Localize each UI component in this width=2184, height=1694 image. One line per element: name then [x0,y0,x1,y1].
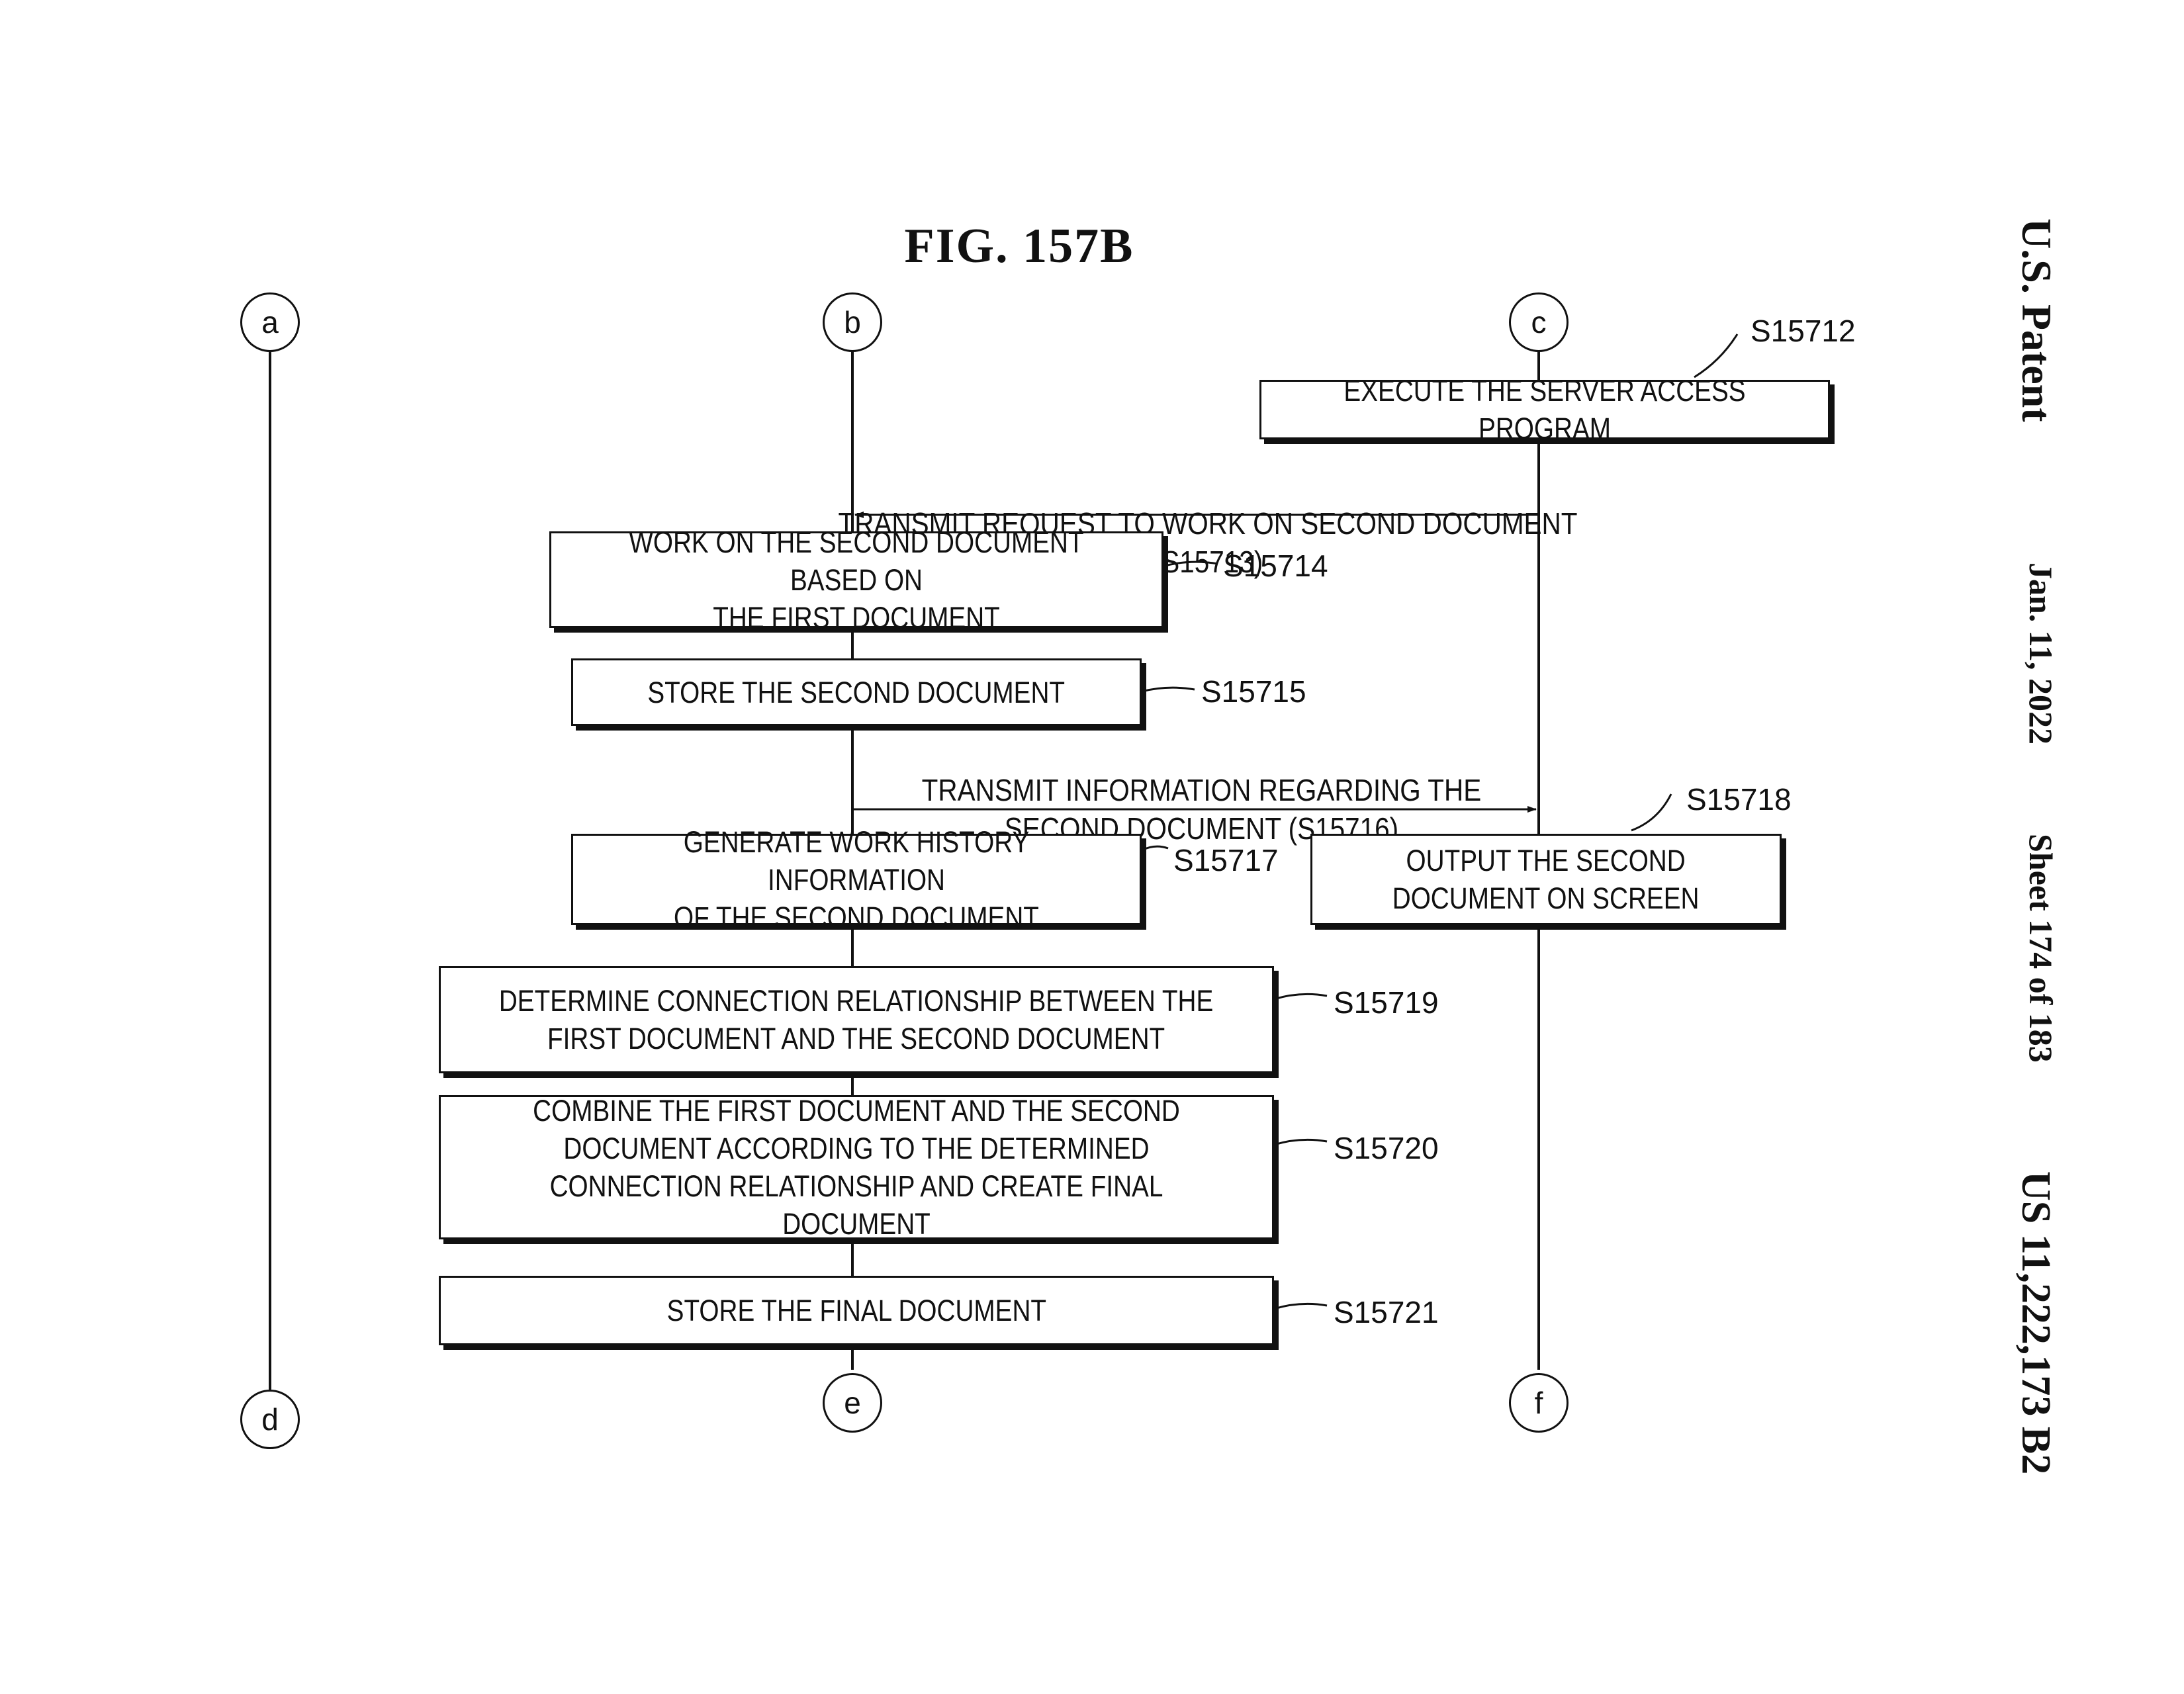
patent-number: US 11,222,173 B2 [2013,1171,2058,1475]
step-box-s15719: DETERMINE CONNECTION RELATIONSHIP BETWEE… [439,966,1274,1073]
step-ref-s15718: S15718 [1686,782,1792,817]
leader-s15721 [1273,1302,1328,1310]
leader-s15720 [1273,1138,1328,1146]
step-box-s15718: OUTPUT THE SECOND DOCUMENT ON SCREEN [1310,834,1782,925]
patent-date: Jan. 11, 2022 [2023,562,2060,745]
connector-b: b [823,292,882,352]
step-text-s15712: EXECUTE THE SERVER ACCESS PROGRAM [1343,374,1746,445]
step-text-s15719: DETERMINE CONNECTION RELATIONSHIP BETWEE… [499,984,1214,1055]
connector-f: f [1509,1373,1569,1433]
step-box-s15721: STORE THE FINAL DOCUMENT [439,1276,1274,1345]
leader-s15718 [1631,793,1672,832]
step-ref-s15719: S15719 [1334,985,1439,1020]
leader-s15719 [1273,993,1328,1001]
connector-c: c [1509,292,1569,352]
step-ref-s15715: S15715 [1201,674,1306,709]
step-text-s15718: OUTPUT THE SECOND DOCUMENT ON SCREEN [1392,844,1700,915]
connector-e: e [823,1373,882,1433]
step-ref-s15717: S15717 [1173,843,1279,877]
step-ref-s15721: S15721 [1334,1295,1439,1329]
leader-s15714 [1164,560,1218,567]
leader-s15715 [1141,686,1195,693]
step-text-s15721: STORE THE FINAL DOCUMENT [666,1294,1046,1327]
step-ref-s15712: S15712 [1751,314,1856,348]
figure-title: FIG. 157B [904,219,1134,273]
step-text-s15717: GENERATE WORK HISTORY INFORMATION OF THE… [674,825,1039,934]
step-ref-s15720: S15720 [1334,1131,1439,1165]
patent-sheet: Sheet 174 of 183 [2023,834,2060,1063]
message-text-s15716: TRANSMIT INFORMATION REGARDING THE SECON… [921,773,1481,846]
message-s15716: TRANSMIT INFORMATION REGARDING THE SECON… [860,733,1542,848]
step-text-s15720: COMBINE THE FIRST DOCUMENT AND THE SECON… [533,1094,1180,1241]
step-box-s15715: STORE THE SECOND DOCUMENT [571,658,1142,726]
connector-d: d [240,1390,300,1449]
leader-s15712 [1694,334,1739,379]
step-box-s15720: COMBINE THE FIRST DOCUMENT AND THE SECON… [439,1094,1274,1241]
leader-s15717 [1141,845,1169,852]
step-ref-s15714: S15714 [1223,549,1328,583]
step-text-s15715: STORE THE SECOND DOCUMENT [647,675,1066,709]
step-box-s15714: WORK ON THE SECOND DOCUMENT BASED ON THE… [549,525,1163,635]
step-text-s15714: WORK ON THE SECOND DOCUMENT BASED ON THE… [629,525,1084,635]
step-box-s15712: EXECUTE THE SERVER ACCESS PROGRAM [1259,374,1830,445]
step-box-s15717: GENERATE WORK HISTORY INFORMATION OF THE… [571,825,1142,934]
patent-office: U.S. Patent [2013,218,2060,422]
connector-a: a [240,292,300,352]
